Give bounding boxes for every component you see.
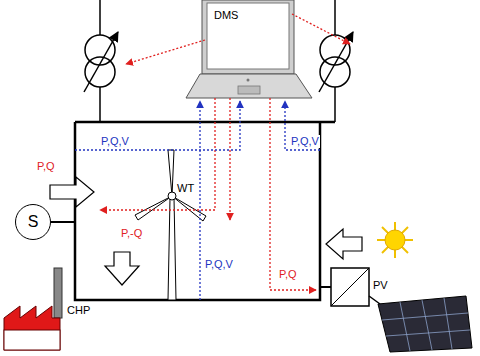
wind-turbine — [135, 150, 206, 300]
node-label: S — [28, 213, 39, 231]
measurement-label: P,Q,V — [204, 258, 234, 271]
pv-system — [320, 268, 472, 352]
device-label: PV — [372, 279, 389, 292]
measurement-label: P,Q,V — [100, 135, 130, 148]
device-label: WT — [176, 182, 195, 195]
transformer-left — [84, 0, 118, 122]
sun-icon — [377, 222, 413, 258]
setpoint-label: P,Q — [278, 268, 298, 281]
generator-wire — [51, 221, 75, 223]
signal-lines — [75, 14, 350, 300]
screen-node: DMS — [212, 7, 240, 23]
generator-circle: S — [15, 204, 51, 240]
bus-lines — [75, 122, 335, 300]
node-label: DMS — [214, 9, 238, 21]
transformer-right — [319, 0, 353, 122]
device-label: CHP — [66, 304, 91, 317]
setpoint-label: P,Q — [36, 160, 56, 173]
chp-factory — [4, 268, 62, 350]
flow-arrows — [50, 177, 362, 285]
measurement-label: P,Q,V — [290, 135, 320, 148]
setpoint-label: P,-Q — [120, 227, 143, 240]
